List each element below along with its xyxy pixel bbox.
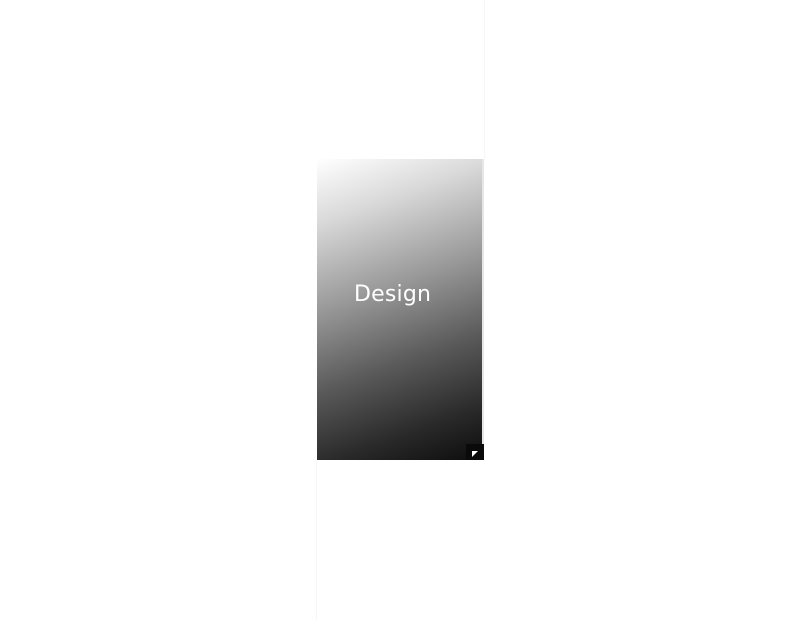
resize-handle[interactable] xyxy=(466,444,484,460)
design-card[interactable]: Design xyxy=(317,159,484,460)
vertical-guide-line-lower xyxy=(316,460,317,620)
vertical-guide-line-upper xyxy=(484,0,485,159)
card-label: Design xyxy=(354,282,432,307)
resize-handle-icon xyxy=(471,443,479,462)
